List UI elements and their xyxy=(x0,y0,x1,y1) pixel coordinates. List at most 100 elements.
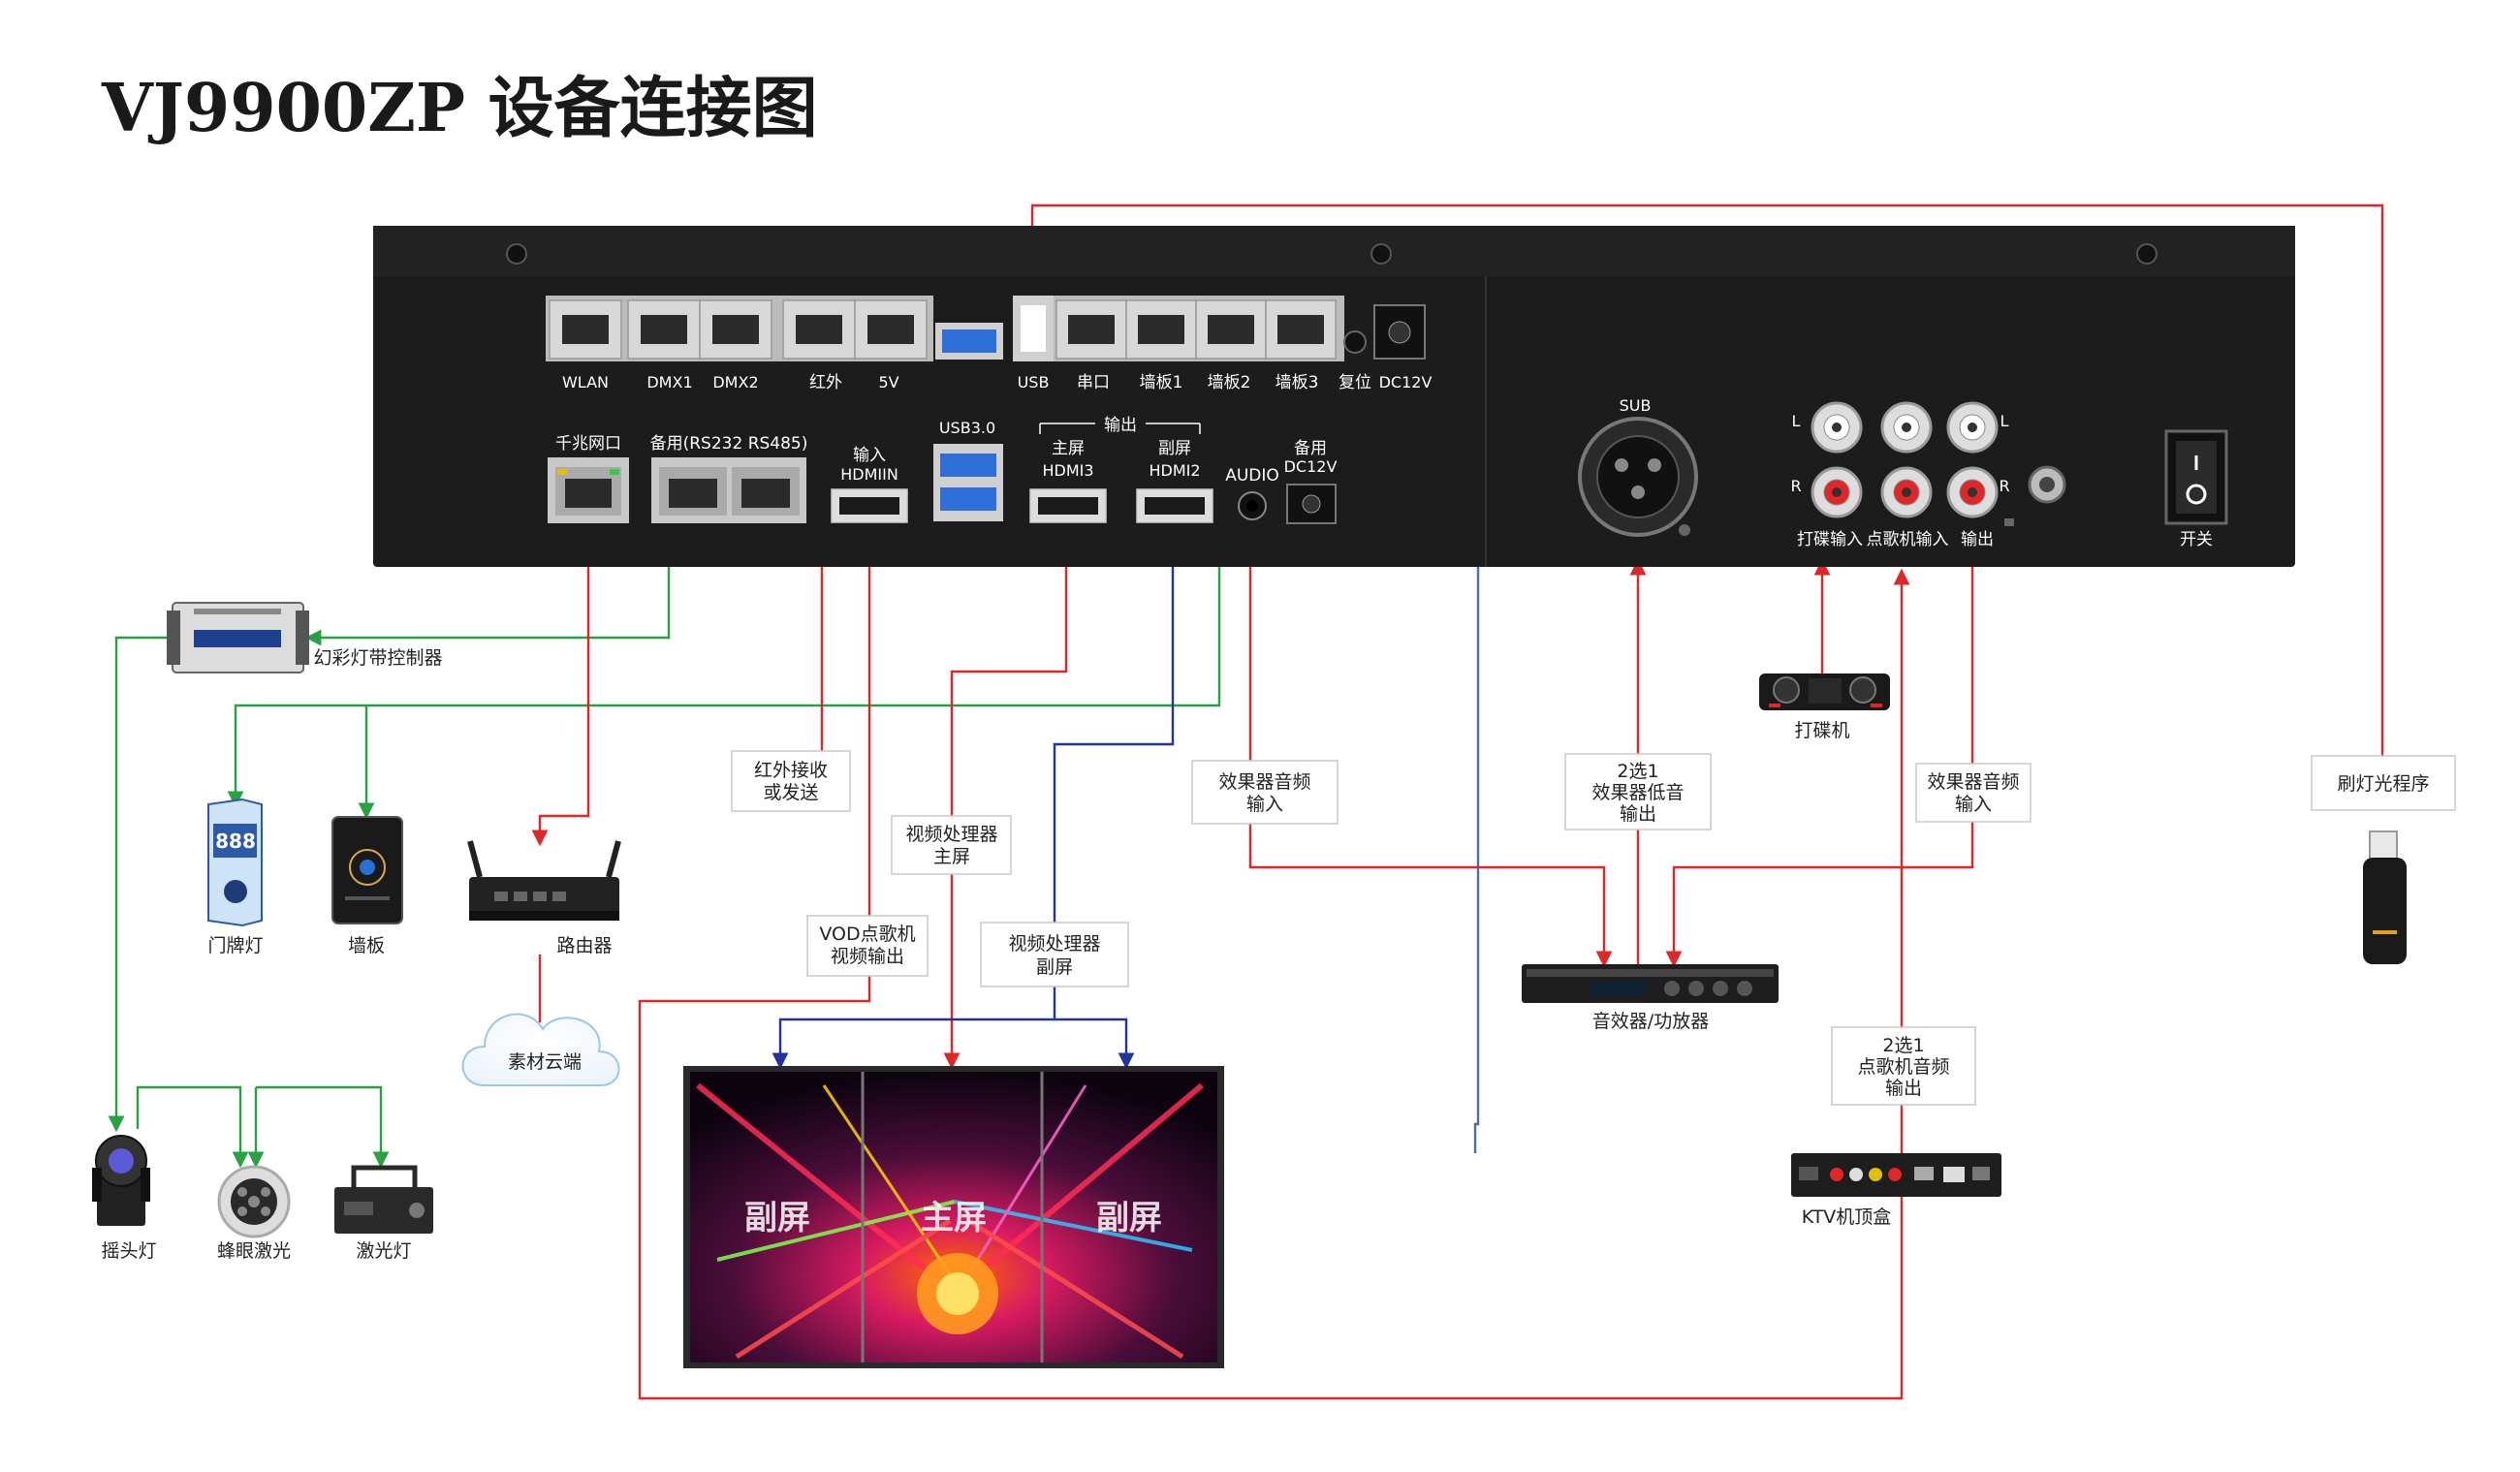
box-ir-line1: 红外接收 xyxy=(754,760,828,781)
label-sub-screen: 副屏 xyxy=(1158,439,1191,458)
effector-label: 音效器/功放器 xyxy=(1592,1011,1709,1032)
port-backup-dc[interactable] xyxy=(1286,484,1337,524)
box-vod-out: VOD点歌机 视频输出 xyxy=(806,915,929,977)
port-sub-xlr[interactable] xyxy=(1578,417,1698,537)
router-label: 路由器 xyxy=(556,935,612,956)
box-bass-out-line1: 2选1 xyxy=(1617,761,1658,782)
rca-out-r[interactable] xyxy=(1946,466,1999,518)
port-backup-rs232[interactable] xyxy=(651,457,806,523)
port-hdmi3[interactable] xyxy=(1029,488,1107,523)
vj9900zp-device: WLAN DMX1 DMX2 红外 5V USB 串口 墙板1 墙板2 墙板3 … xyxy=(373,226,2295,567)
port-wall2[interactable] xyxy=(1195,299,1267,360)
label-output: 输出 xyxy=(1104,416,1137,435)
dj-controller: 打碟机 xyxy=(1759,673,1890,741)
led-controller-label: 幻彩灯带控制器 xyxy=(313,647,442,669)
device-top-strip xyxy=(373,226,2295,276)
rca-dj-r[interactable] xyxy=(1811,466,1863,518)
box-bass-out-line3: 输出 xyxy=(1620,803,1656,825)
port-dc12v[interactable] xyxy=(1373,304,1426,360)
port-wall3[interactable] xyxy=(1265,299,1337,360)
led-strip-controller: 幻彩灯带控制器 xyxy=(167,602,443,673)
port-dmx2[interactable] xyxy=(699,299,772,360)
label-rca-r-left: R xyxy=(1790,477,1801,495)
label-rca-out: 输出 xyxy=(1961,530,1994,549)
effector-amp: 音效器/功放器 xyxy=(1522,964,1779,1032)
box-vod-audio-out-line2: 点歌机音频 xyxy=(1857,1056,1949,1078)
label-sub: SUB xyxy=(1620,396,1652,415)
screw-icon xyxy=(2136,243,2158,265)
wire-sub-split xyxy=(772,1018,1135,1070)
rca-vod-l[interactable] xyxy=(1880,401,1933,454)
box-effector-audio-in-line2: 输入 xyxy=(1955,794,1992,815)
label-dmx1: DMX1 xyxy=(646,373,692,391)
label-dc12v: DC12V xyxy=(1379,373,1433,391)
box-vod-out-line2: 视频输出 xyxy=(831,946,904,967)
rca-vod-r[interactable] xyxy=(1880,466,1933,518)
box-effector-in-line1: 效果器音频 xyxy=(1218,771,1310,793)
wire-hdmi2-sub xyxy=(1053,523,1175,1019)
port-hdmi-in[interactable] xyxy=(831,488,908,523)
knob-icon[interactable] xyxy=(2004,465,2066,526)
port-gigabit[interactable] xyxy=(548,457,629,523)
wall-panel-label: 墙板 xyxy=(348,935,385,956)
top-rj45-row xyxy=(546,296,933,361)
label-wlan: WLAN xyxy=(562,373,609,391)
wire-lan-router xyxy=(531,523,590,847)
door-light: 888 门牌灯 xyxy=(207,798,264,956)
box-video-main-line1: 视频处理器 xyxy=(905,824,997,845)
usb-stick-icon xyxy=(2363,830,2407,964)
box-vod-out-line1: VOD点歌机 xyxy=(819,924,915,945)
port-usb[interactable] xyxy=(1013,296,1054,361)
box-bass-out-line2: 效果器低音 xyxy=(1591,782,1684,803)
port-wlan[interactable] xyxy=(549,299,622,360)
label-wall1: 墙板1 xyxy=(1140,373,1183,392)
label-hdmi3: HDMI3 xyxy=(1042,461,1093,480)
label-ir: 红外 xyxy=(809,373,842,392)
label-vod-in: 点歌机输入 xyxy=(1867,530,1949,549)
box-effector-audio-in-line1: 效果器音频 xyxy=(1927,771,2019,793)
dj-controller-label: 打碟机 xyxy=(1794,720,1849,741)
label-wall2: 墙板2 xyxy=(1208,373,1251,392)
box-video-main-line2: 主屏 xyxy=(933,846,970,867)
label-backup-serial: 备用(RS232 RS485) xyxy=(650,434,808,454)
label-5v: 5V xyxy=(878,373,898,391)
wire-controller-beam xyxy=(136,1085,249,1169)
reset-button[interactable] xyxy=(1343,330,1367,354)
laser-light: 激光灯 xyxy=(334,1165,433,1262)
label-main-screen: 主屏 xyxy=(1052,439,1085,458)
port-serial[interactable] xyxy=(1055,299,1127,360)
port-hdmi2[interactable] xyxy=(1136,488,1213,523)
box-effector-in-line2: 输入 xyxy=(1246,794,1283,815)
port-ir[interactable] xyxy=(782,299,856,360)
label-reset: 复位 xyxy=(1339,373,1371,392)
label-usb3: USB3.0 xyxy=(939,419,995,437)
label-hdmi2: HDMI2 xyxy=(1149,461,1200,480)
port-audio[interactable] xyxy=(1238,491,1267,520)
box-video-main: 视频处理器 主屏 xyxy=(891,815,1012,875)
box-light-program-line1: 刷灯光程序 xyxy=(2337,773,2429,795)
label-hdmi-in-title: 输入 xyxy=(853,446,886,465)
box-bass-out: 2选1 效果器低音 输出 xyxy=(1564,753,1712,830)
box-video-sub-line2: 副屏 xyxy=(1036,956,1073,978)
rca-dj-l[interactable] xyxy=(1811,401,1863,454)
label-hdmi-in: HDMIIN xyxy=(840,465,898,484)
ktv-box-label: KTV机顶盒 xyxy=(1802,1206,1892,1228)
port-usb3-top[interactable] xyxy=(935,323,1003,360)
box-effector-audio-in: 效果器音频 输入 xyxy=(1915,763,2032,823)
box-effector-in: 效果器音频 输入 xyxy=(1191,760,1339,825)
label-serial: 串口 xyxy=(1077,373,1110,392)
screw-icon xyxy=(1370,243,1392,265)
port-5v[interactable] xyxy=(854,299,928,360)
port-dmx1[interactable] xyxy=(627,299,701,360)
beam-laser-label: 蜂眼激光 xyxy=(217,1240,291,1262)
router: 路由器 xyxy=(467,840,621,956)
moving-head-label: 摇头灯 xyxy=(101,1240,156,1262)
box-vod-audio-out-line3: 输出 xyxy=(1885,1078,1922,1099)
port-usb3-bottom[interactable] xyxy=(933,444,1003,521)
power-switch[interactable] xyxy=(2164,429,2228,525)
box-vod-audio-out: 2选1 点歌机音频 输出 xyxy=(1831,1026,1976,1106)
rca-out-l[interactable] xyxy=(1946,401,1999,454)
port-wall1[interactable] xyxy=(1125,299,1197,360)
label-audio: AUDIO xyxy=(1225,466,1279,485)
